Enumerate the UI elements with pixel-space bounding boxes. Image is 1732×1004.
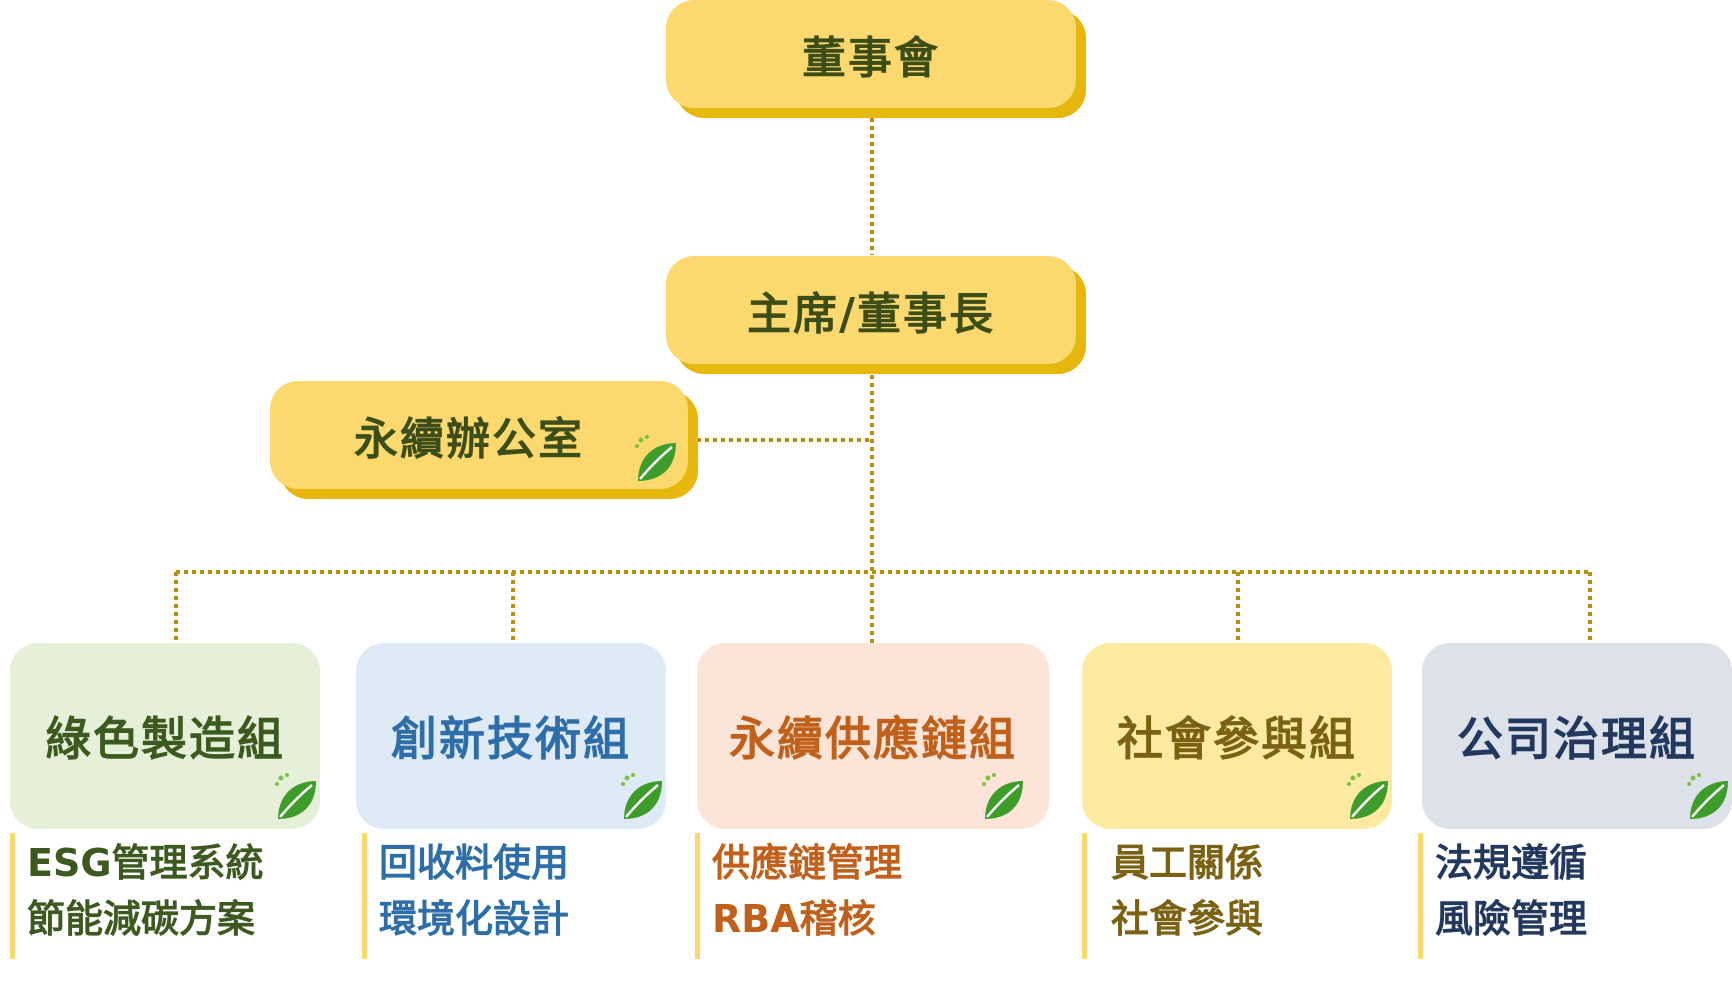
group-items-green-manufacturing: ESG管理系統 節能減碳方案 — [10, 833, 264, 959]
group-items-social-engagement: 員工關係 社會參與 — [1082, 833, 1263, 959]
list-item: 社會參與 — [1111, 897, 1264, 941]
list-item: 員工關係 — [1111, 841, 1264, 885]
list-item: 供應鏈管理 — [712, 841, 903, 885]
list-item: 法規遵循 — [1435, 841, 1588, 885]
leaf-icon — [1347, 773, 1388, 819]
group-box-green-manufacturing: 綠色製造組 — [10, 643, 320, 829]
list-item: ESG管理系統 — [27, 841, 264, 885]
leaf-icon — [635, 435, 676, 481]
group-items-supply-chain: 供應鏈管理 RBA稽核 — [695, 833, 902, 959]
office-label: 永續辦公室 — [270, 381, 688, 489]
group-title: 社會參與組 — [1117, 712, 1357, 766]
group-items-innovation-tech: 回收料使用 環境化設計 — [362, 833, 569, 959]
group-box-innovation-tech: 創新技術組 — [356, 643, 666, 829]
group-box-supply-chain: 永續供應鏈組 — [697, 643, 1049, 829]
board-label: 董事會 — [666, 0, 1076, 108]
board-box: 董事會 — [666, 0, 1086, 118]
list-item: 回收料使用 — [379, 841, 570, 885]
leaf-icon — [275, 773, 316, 819]
leaf-icon — [621, 773, 662, 819]
chairman-box: 主席/董事長 — [666, 256, 1086, 374]
group-items-corporate-governance: 法規遵循 風險管理 — [1418, 833, 1587, 959]
office-box: 永續辦公室 — [270, 381, 698, 499]
leaf-icon — [1687, 773, 1728, 819]
group-title: 永續供應鏈組 — [729, 712, 1017, 766]
list-item: 風險管理 — [1435, 897, 1588, 941]
group-box-social-engagement: 社會參與組 — [1082, 643, 1392, 829]
list-item: 節能減碳方案 — [27, 897, 256, 941]
group-title: 公司治理組 — [1457, 712, 1697, 766]
group-box-corporate-governance: 公司治理組 — [1422, 643, 1732, 829]
group-title: 綠色製造組 — [45, 712, 285, 766]
group-title: 創新技術組 — [391, 712, 631, 766]
chairman-label: 主席/董事長 — [666, 256, 1076, 364]
leaf-icon — [982, 773, 1023, 819]
list-item: 環境化設計 — [379, 897, 570, 941]
list-item: RBA稽核 — [712, 897, 876, 941]
